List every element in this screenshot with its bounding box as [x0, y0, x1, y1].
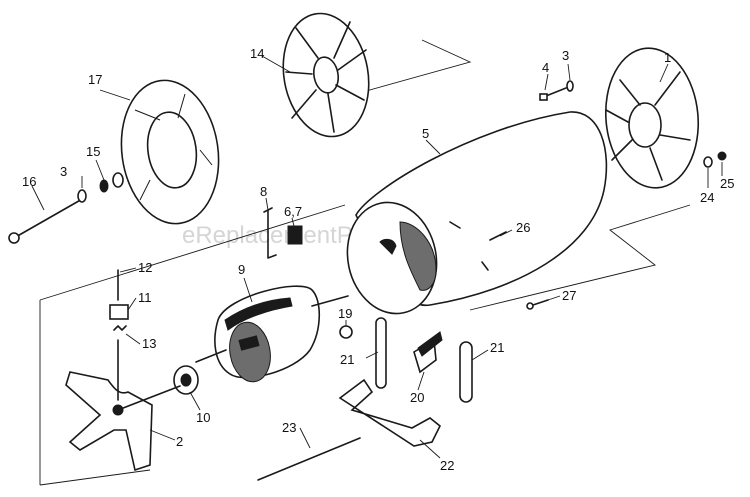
callout-13: 13: [142, 336, 156, 351]
callout-3a: 3: [60, 164, 67, 179]
part-23-rod: [257, 437, 361, 481]
callout-24: 24: [700, 190, 714, 205]
part-21b-strap: [459, 341, 473, 403]
callout-15: 15: [86, 144, 100, 159]
part-10-bushing: [173, 365, 199, 395]
part-16-long-bolt: [8, 197, 85, 244]
callout-10: 10: [196, 410, 210, 425]
callout-1: 1: [664, 50, 671, 65]
part-14-fan-blade: [282, 12, 370, 138]
callout-9: 9: [238, 262, 245, 277]
part-21a-strap: [375, 317, 387, 389]
callout-16: 16: [22, 174, 36, 189]
part-19-washer: [339, 325, 353, 339]
callout-12: 12: [138, 260, 152, 275]
callout-22: 22: [440, 458, 454, 473]
part-3b-washer: [566, 80, 574, 92]
part-9-motor: [195, 285, 349, 383]
callout-21a: 21: [340, 352, 354, 367]
callout-5: 5: [422, 126, 429, 141]
callout-4: 4: [542, 60, 549, 75]
parts-11-13-switch-assembly: [109, 269, 129, 401]
callout-2: 2: [176, 434, 183, 449]
callout-27: 27: [562, 288, 576, 303]
leader-lines: [31, 55, 723, 459]
callout-21b: 21: [490, 340, 504, 355]
callout-labels: 1 2 3 3 4 5 6,7 8 9 10 11 12 13 14 15 16…: [22, 46, 734, 473]
part-15-washers: [99, 172, 124, 193]
callout-8: 8: [260, 184, 267, 199]
part-1-end-bell: [604, 47, 700, 189]
part-2-impeller: [65, 371, 181, 472]
callout-14: 14: [250, 46, 264, 61]
callout-25: 25: [720, 176, 734, 191]
callout-11: 11: [138, 290, 152, 305]
part-24-25-nut: [703, 151, 727, 168]
part-22-base-bracket: [338, 378, 442, 447]
part-20-clamp-plate: [413, 331, 443, 374]
part-5-cylinder-shell: [346, 111, 608, 315]
callout-3b: 3: [562, 48, 569, 63]
part-6-7-clip: [287, 225, 303, 245]
part-4-bolt: [539, 87, 567, 101]
part-27-screw: [526, 299, 549, 310]
callout-17: 17: [88, 72, 102, 87]
callout-6-7: 6,7: [284, 204, 302, 219]
callout-20: 20: [410, 390, 424, 405]
part-3-washer: [77, 189, 87, 203]
part-17-fan-shroud: [120, 79, 220, 225]
callout-23: 23: [282, 420, 296, 435]
part-26-screw: [489, 231, 507, 241]
callout-26: 26: [516, 220, 530, 235]
callout-19: 19: [338, 306, 352, 321]
